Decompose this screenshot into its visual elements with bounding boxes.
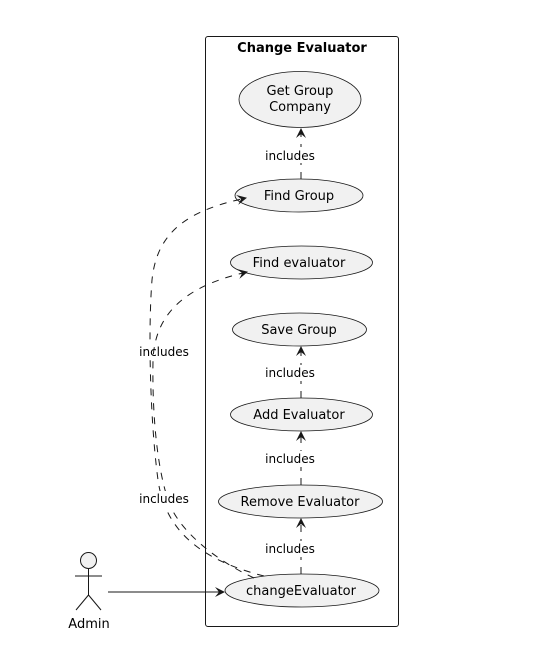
include-change-to-find-group: includes <box>137 194 265 577</box>
use-case-remove-evaluator[interactable]: Remove Evaluator <box>218 484 383 519</box>
use-case-label: Find evaluator <box>253 256 346 271</box>
use-case-label: Save Group <box>261 323 337 338</box>
use-case-label: Remove Evaluator <box>241 495 361 510</box>
relation-label: includes <box>265 149 315 163</box>
relation-label: includes <box>265 452 315 466</box>
include-add-to-save: includes <box>264 346 315 398</box>
use-case-label: Find Group <box>264 189 334 204</box>
include-change-to-find-evaluator: includes <box>137 269 255 579</box>
actor-label: Admin <box>68 617 109 632</box>
use-case-find-evaluator[interactable]: Find evaluator <box>230 245 373 280</box>
use-case-label: changeEvaluator <box>246 584 357 599</box>
use-case-find-group[interactable]: Find Group <box>234 178 364 213</box>
use-case-label: Add Evaluator <box>253 408 345 423</box>
actor-head <box>80 552 97 569</box>
use-case-save-group[interactable]: Save Group <box>232 312 367 347</box>
actor-admin[interactable]: Admin <box>68 552 110 633</box>
relation-label: includes <box>139 345 189 359</box>
system-title: Change Evaluator <box>237 41 367 56</box>
include-find-group-to-get-company: includes <box>264 128 315 179</box>
use-case-label: Company <box>269 100 331 115</box>
relation-label: includes <box>265 542 315 556</box>
system-boundary <box>205 36 399 627</box>
use-case-get-group-company[interactable]: Get Group Company <box>238 71 362 128</box>
include-remove-to-add: includes <box>264 431 315 485</box>
relation-label: includes <box>265 366 315 380</box>
use-case-change-evaluator[interactable]: changeEvaluator <box>224 573 380 608</box>
use-case-label: Get Group <box>267 84 334 99</box>
use-case-add-evaluator[interactable]: Add Evaluator <box>230 397 373 432</box>
include-change-to-remove: includes <box>264 518 315 574</box>
relation-label: includes <box>139 492 189 506</box>
